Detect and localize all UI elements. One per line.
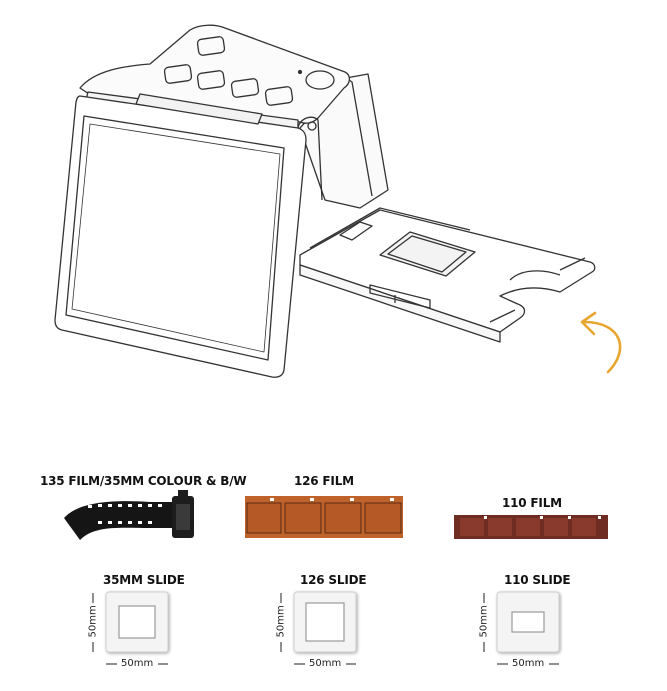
button-4-icon (230, 78, 260, 98)
slide-35-label: 35MM SLIDE (103, 573, 185, 587)
slide-110-icon (496, 591, 560, 653)
scanner-screen (65, 115, 285, 361)
slide-35-width-label: 50mm (121, 658, 154, 669)
slide-126-height-label: 50mm (275, 605, 287, 638)
film-135-icon (64, 490, 194, 540)
slide-110-height-label: 50mm (478, 605, 490, 638)
slide-35-icon (105, 591, 169, 653)
insert-arrow-icon (580, 311, 622, 374)
slide-126-width-label: 50mm (309, 658, 342, 669)
slide-126-icon (293, 591, 357, 653)
film-110-label: 110 FILM (502, 496, 562, 510)
power-button-icon (305, 70, 335, 90)
button-5-icon (264, 86, 294, 106)
film-135-label: 135 FILM/35MM COLOUR & B/W (40, 474, 247, 488)
slide-110-label: 110 SLIDE (504, 573, 571, 587)
film-126-label: 126 FILM (294, 474, 354, 488)
film-110-icon (454, 515, 608, 539)
button-1-icon (196, 36, 226, 56)
film-126-icon (245, 496, 403, 538)
slide-35-height-label: 50mm (87, 605, 99, 638)
button-3-icon (196, 70, 226, 90)
button-2-icon (163, 64, 193, 84)
slide-110-width-label: 50mm (512, 658, 545, 669)
film-scanner-illustration (54, 24, 622, 378)
slide-126-label: 126 SLIDE (300, 573, 367, 587)
